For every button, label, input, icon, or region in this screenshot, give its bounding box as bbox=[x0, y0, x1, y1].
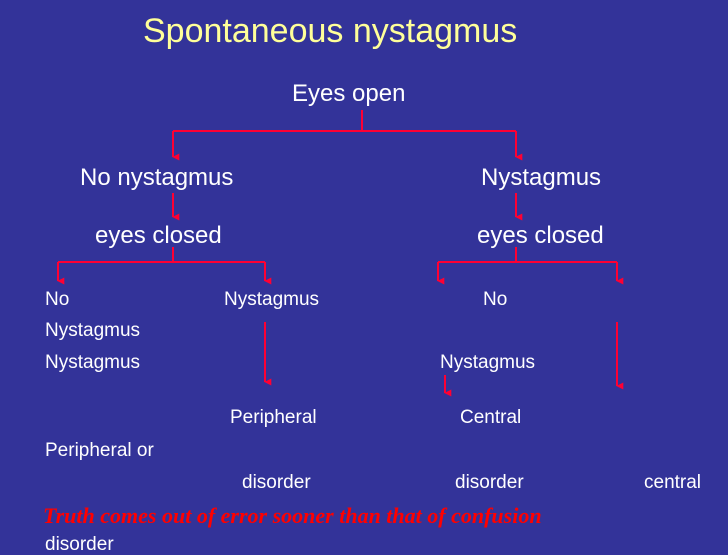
page-title: Spontaneous nystagmus bbox=[143, 12, 518, 50]
peripheral-outcome: Peripheral bbox=[230, 407, 317, 428]
rl-leaf-line1: No bbox=[483, 289, 508, 310]
central-word: central bbox=[644, 472, 702, 493]
ll-leaf-line1: No bbox=[45, 289, 70, 310]
rl-leaf-line2: Nystagmus bbox=[440, 352, 536, 373]
central-outcome: Central bbox=[460, 407, 522, 428]
peripheral-or-outcome: Peripheral or bbox=[45, 440, 154, 461]
central-disorder: disorder bbox=[455, 472, 524, 493]
nystagmus-label: Nystagmus bbox=[481, 164, 602, 191]
right-eyes-closed-label: eyes closed bbox=[477, 222, 604, 249]
ll-leaf-line3: Nystagmus bbox=[45, 352, 141, 373]
left-eyes-closed-label: eyes closed bbox=[95, 222, 222, 249]
root-node-label: Eyes open bbox=[292, 80, 406, 107]
lr-leaf: Nystagmus bbox=[224, 289, 320, 310]
ll-leaf-line2: Nystagmus bbox=[45, 320, 141, 341]
no-nystagmus-label: No nystagmus bbox=[80, 164, 234, 191]
trailing-disorder: disorder bbox=[45, 534, 114, 555]
peripheral-disorder: disorder bbox=[242, 472, 311, 493]
quote-text: Truth comes out of error sooner than tha… bbox=[43, 503, 542, 528]
